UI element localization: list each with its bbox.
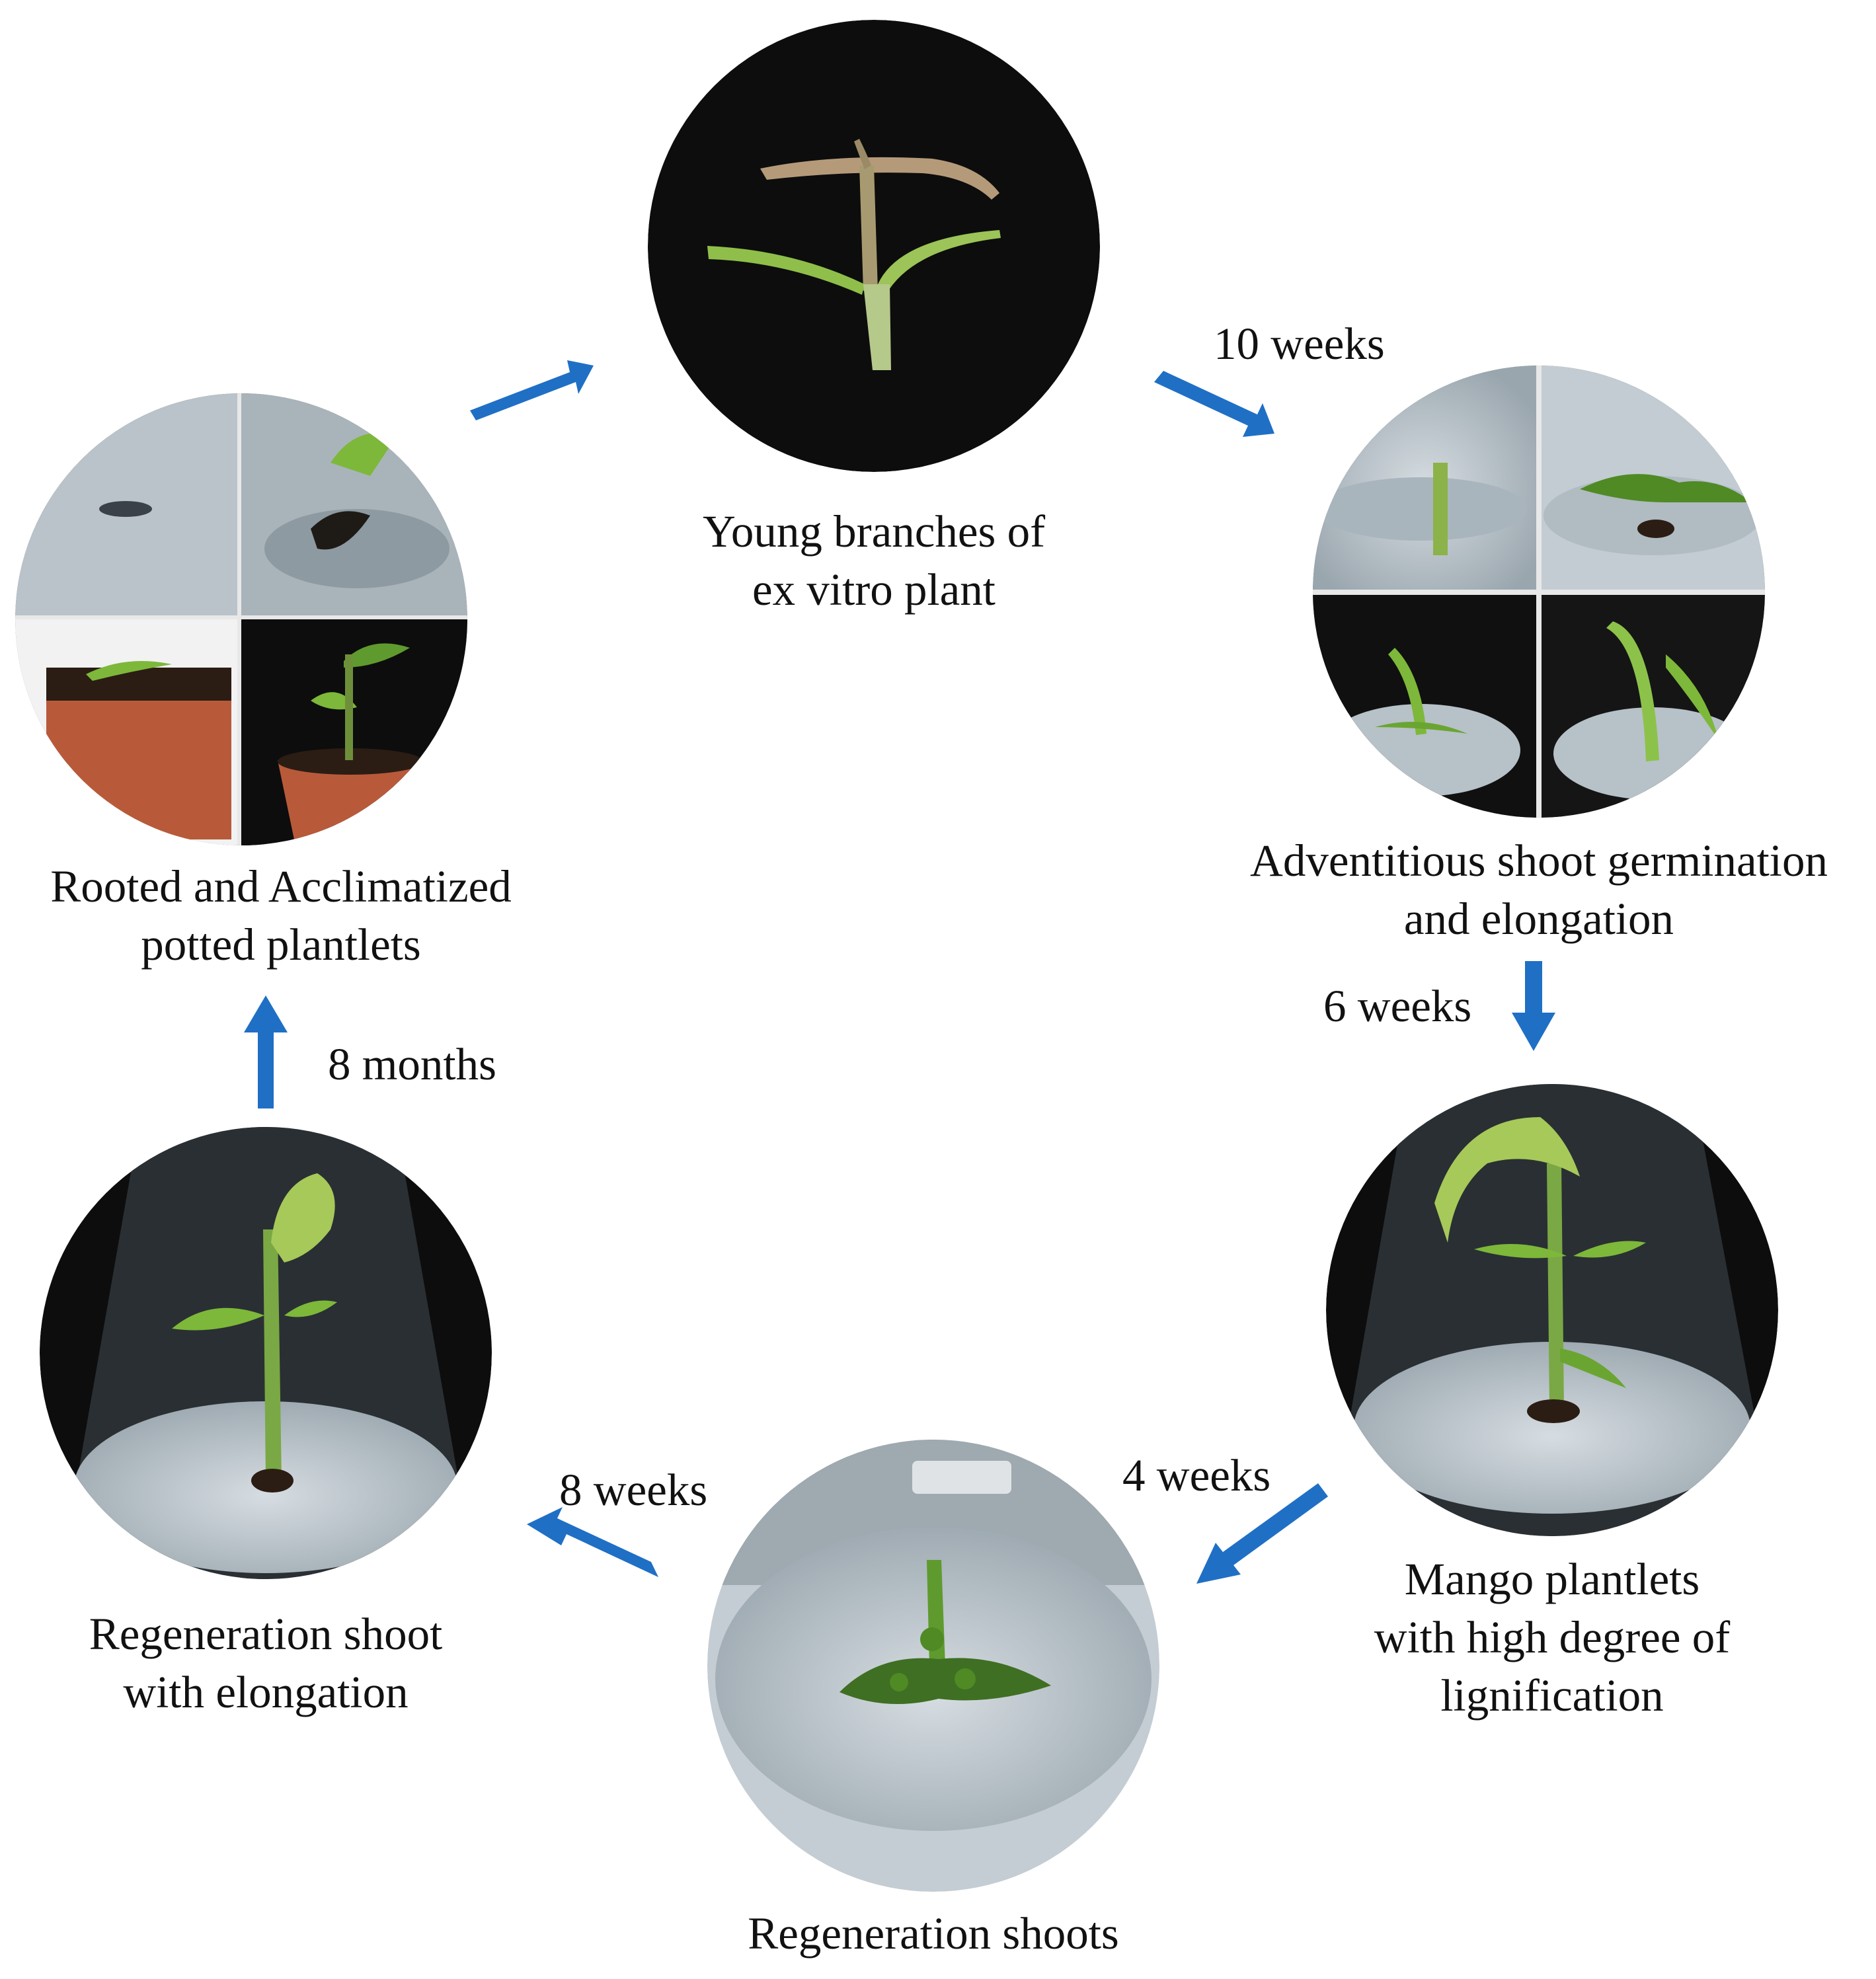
arrow-young-to-adventitious [1154, 371, 1274, 437]
caption-regeneration-shoots: Regeneration shoots [748, 1908, 1119, 1959]
caption-rooted-potted: Rooted and Acclimatized potted plantlets [50, 861, 512, 970]
photo-rooted-potted [15, 393, 467, 845]
duration-elongation-to-rooted: 8 months [328, 1039, 496, 1089]
photo-regeneration-elongation [40, 1127, 492, 1579]
arrow-rooted-to-young [470, 360, 594, 420]
photo-young-branches [648, 20, 1100, 472]
arrow-adventitious-to-mango [1512, 961, 1555, 1051]
photo-regeneration-shoots [707, 1440, 1159, 1892]
duration-adventitious-to-mango: 6 weeks [1323, 981, 1472, 1031]
caption-regeneration-elongation: Regeneration shoot with elongation [89, 1609, 443, 1717]
duration-young-to-adventitious: 10 weeks [1214, 319, 1385, 369]
photo-adventitious [1313, 366, 1765, 818]
caption-adventitious: Adventitious shoot germination and elong… [1250, 835, 1828, 944]
arrow-elongation-to-rooted [244, 995, 288, 1108]
caption-young-branches: Young branches of ex vitro plant [702, 506, 1046, 615]
caption-mango-plantlets: Mango plantlets with high degree of lign… [1374, 1554, 1731, 1721]
arrow-mango-to-regeneration [1196, 1483, 1328, 1584]
duration-regeneration-to-elongation: 8 weeks [559, 1465, 708, 1515]
photo-mango-plantlets [1326, 1084, 1778, 1536]
duration-mango-to-regeneration: 4 weeks [1122, 1450, 1271, 1500]
arrow-regeneration-to-elongation [527, 1507, 658, 1577]
